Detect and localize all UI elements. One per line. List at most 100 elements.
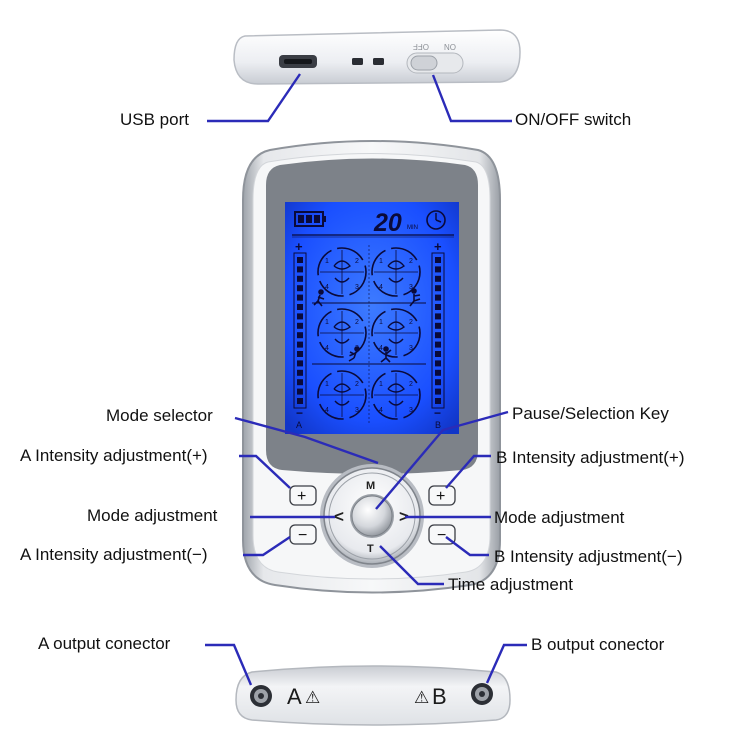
zone-number: 4 xyxy=(325,284,329,291)
intensity-segment xyxy=(297,341,303,348)
intensity-segment xyxy=(435,257,441,263)
zone-number: 1 xyxy=(325,319,329,326)
intensity-segment xyxy=(435,388,441,395)
lead-b-plus xyxy=(445,454,491,489)
device-top-edge: OFF ON xyxy=(233,29,521,85)
zone-number: 2 xyxy=(409,258,413,265)
connector-b-label: B xyxy=(432,684,447,709)
intensity-segment xyxy=(435,398,441,404)
lead-usb xyxy=(207,73,301,123)
switch-off-text: OFF xyxy=(413,42,429,51)
mode-selector-label: Mode selector xyxy=(106,406,213,425)
intensity-segment xyxy=(297,360,303,367)
intensity-segment xyxy=(297,351,303,357)
intensity-segment xyxy=(297,379,303,386)
zone-number: 2 xyxy=(355,258,359,265)
b-output-connector-label: B output conector xyxy=(531,635,665,654)
intensity-segment xyxy=(297,304,303,310)
intensity-segment xyxy=(435,304,441,310)
zone-number: 4 xyxy=(379,407,383,414)
b-output-connector[interactable] xyxy=(471,683,493,705)
lcd-timer: 20 xyxy=(373,209,402,237)
usb-port-label: USB port xyxy=(120,110,189,129)
intensity-bar-a: + − A xyxy=(293,239,307,430)
mode-right-button[interactable]: > xyxy=(399,507,409,526)
intensity-segment xyxy=(435,332,441,339)
bar-a-minus: − xyxy=(296,406,303,420)
zone-number: 3 xyxy=(409,407,413,414)
intensity-segment xyxy=(435,313,441,320)
zone-number: 1 xyxy=(379,381,383,388)
zone-number: 2 xyxy=(409,319,413,326)
intensity-segment xyxy=(297,388,303,395)
pause-selection-button[interactable] xyxy=(350,494,394,538)
bar-b-plus: + xyxy=(434,239,442,254)
intensity-segment xyxy=(435,341,441,348)
a-intensity-plus-label: A Intensity adjustment(+) xyxy=(20,446,208,465)
kick-figure-icon xyxy=(409,288,421,307)
b-plus-glyph: + xyxy=(436,488,445,505)
zone-number: 3 xyxy=(409,284,413,291)
zone-number: 3 xyxy=(355,407,359,414)
intensity-segment xyxy=(297,294,303,301)
pause-selection-key-label: Pause/Selection Key xyxy=(512,404,669,423)
intensity-segment xyxy=(297,257,303,263)
b-plus-button[interactable]: + xyxy=(428,485,456,506)
led-hole-left xyxy=(352,58,363,65)
lead-pause xyxy=(375,410,509,510)
intensity-bar-b: + − B xyxy=(431,239,445,430)
zone-number: 2 xyxy=(355,319,359,326)
on-off-switch[interactable] xyxy=(406,52,464,74)
jump-figure-icon xyxy=(348,346,360,362)
mode-adjustment-right-label: Mode adjustment xyxy=(494,508,625,527)
lead-a-minus xyxy=(243,536,291,557)
intensity-segment xyxy=(435,285,441,292)
zone-number: 3 xyxy=(409,345,413,352)
intensity-segment xyxy=(297,332,303,339)
lead-mode-selector xyxy=(234,416,379,465)
intensity-segment xyxy=(297,266,303,273)
usb-port[interactable] xyxy=(279,55,317,68)
a-plus-glyph: + xyxy=(297,488,306,505)
b-minus-glyph: − xyxy=(437,527,446,544)
device-bottom-edge xyxy=(235,665,511,726)
dance-figure-icon xyxy=(380,346,392,363)
mode-left-button[interactable]: < xyxy=(334,507,344,526)
intensity-segment xyxy=(435,275,441,282)
lead-switch xyxy=(431,74,512,123)
lead-b-connector xyxy=(485,643,527,684)
mode-adjustment-left-label: Mode adjustment xyxy=(87,506,218,525)
led-hole-right xyxy=(373,58,384,65)
intensity-segment xyxy=(435,322,441,329)
a-minus-glyph: − xyxy=(298,527,307,544)
a-minus-button[interactable]: − xyxy=(289,524,317,545)
intensity-segment xyxy=(297,275,303,282)
zone-number: 4 xyxy=(379,284,383,291)
bar-a-plus: + xyxy=(295,239,303,254)
zone-number: 3 xyxy=(355,284,359,291)
zone-number: 4 xyxy=(325,345,329,352)
time-button[interactable]: T xyxy=(367,543,374,555)
lead-b-minus xyxy=(445,536,489,557)
intensity-segment xyxy=(435,369,441,376)
connector-b-warning-icon: ⚠ xyxy=(414,688,429,707)
zone-number: 4 xyxy=(379,345,383,352)
channel-a-label: A xyxy=(296,420,302,430)
intensity-segment xyxy=(297,322,303,329)
b-intensity-plus-label: B Intensity adjustment(+) xyxy=(496,448,685,467)
massage-mode-icon: 1 2 3 4 xyxy=(371,308,421,358)
lead-time xyxy=(379,545,444,586)
lead-a-plus xyxy=(239,454,291,489)
mode-button[interactable]: M xyxy=(366,480,375,492)
zone-number: 1 xyxy=(379,319,383,326)
zone-number: 4 xyxy=(325,407,329,414)
a-plus-button[interactable]: + xyxy=(289,485,317,506)
intensity-segment xyxy=(297,369,303,376)
zone-number: 2 xyxy=(355,381,359,388)
a-output-connector[interactable] xyxy=(250,685,272,707)
a-intensity-minus-label: A Intensity adjustment(−) xyxy=(20,545,208,564)
on-off-switch-label: ON/OFF switch xyxy=(515,110,632,129)
